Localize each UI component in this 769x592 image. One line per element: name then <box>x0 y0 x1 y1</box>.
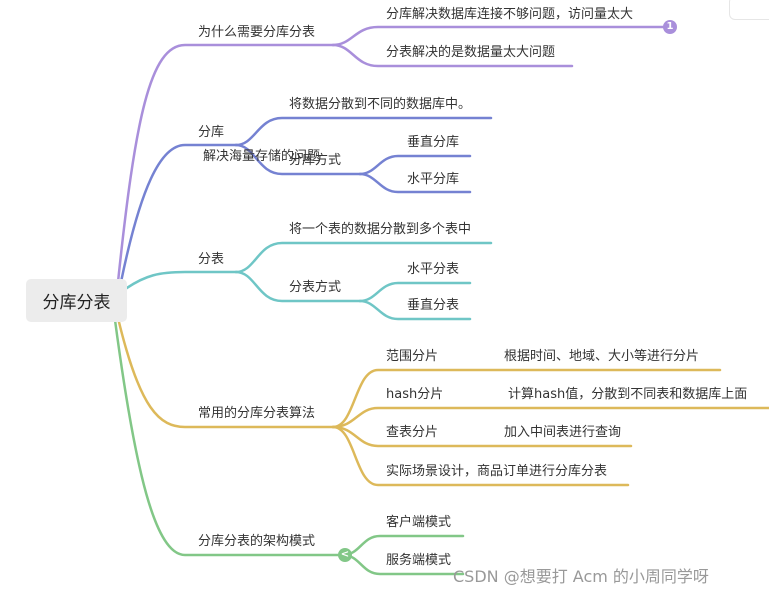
link-db-c1 <box>234 116 493 147</box>
link-why-c2 <box>331 43 574 68</box>
link-algo-r4 <box>331 425 630 487</box>
subtopic-table-mode[interactable]: 分表方式 <box>289 280 342 295</box>
topic-algorithms[interactable]: 常用的分库分表算法 <box>198 406 316 421</box>
subtopic-data-volume[interactable]: 分表解决的是数据量太大问题 <box>386 45 556 60</box>
topic-split-table[interactable]: 分表 <box>198 252 225 267</box>
link-tablemode-b <box>358 299 472 321</box>
leaf-client-mode[interactable]: 客户端模式 <box>386 515 452 530</box>
algo-range-name[interactable]: 范围分片 <box>386 349 439 364</box>
link-algo-r1 <box>331 368 722 429</box>
collapse-badge[interactable]: 1 <box>663 20 677 34</box>
subtopic-table-spread[interactable]: 将一个表的数据分散到多个表中 <box>289 222 472 237</box>
leaf-horizontal-db[interactable]: 水平分库 <box>407 172 460 187</box>
topic-architecture[interactable]: 分库分表的架构模式 <box>198 534 316 549</box>
watermark: CSDN @想要打 Acm 的小周同学呀 <box>453 567 709 586</box>
collapse-badge[interactable]: < <box>338 548 352 562</box>
algo-hash-desc[interactable]: 计算hash值，分散到不同表和数据库上面 <box>508 387 748 402</box>
root-topic[interactable]: 分库分表 <box>26 279 127 322</box>
leaf-vertical-db[interactable]: 垂直分库 <box>407 135 460 150</box>
algo-hash-name[interactable]: hash分片 <box>386 387 444 402</box>
link-why-c1 <box>331 25 670 47</box>
link-root-algo <box>116 316 335 429</box>
algo-range-desc[interactable]: 根据时间、地域、大小等进行分片 <box>504 349 700 364</box>
leaf-horizontal-table[interactable]: 水平分表 <box>407 262 460 277</box>
corner-panel <box>729 0 769 20</box>
link-root-table <box>122 270 238 292</box>
link-db-c2 <box>234 143 362 176</box>
link-dbmode-b <box>358 172 472 194</box>
topic-split-db[interactable]: 分库 <box>198 125 225 140</box>
algo-lookup-desc[interactable]: 加入中间表进行查询 <box>504 425 622 440</box>
link-table-c2 <box>234 270 362 303</box>
leaf-vertical-table[interactable]: 垂直分表 <box>407 298 460 313</box>
note-massive-storage: 解决海量存储的问题 <box>203 149 321 164</box>
leaf-server-mode[interactable]: 服务端模式 <box>386 553 452 568</box>
link-root-arch <box>113 318 345 557</box>
algo-lookup-name[interactable]: 查表分片 <box>386 425 439 440</box>
subtopic-db-connection[interactable]: 分库解决数据库连接不够问题，访问量太大 <box>386 7 634 22</box>
link-table-c1 <box>234 241 493 274</box>
link-root-db <box>119 143 238 284</box>
subtopic-db-mode[interactable]: 分库方式 <box>289 153 342 168</box>
algo-real-scenario[interactable]: 实际场景设计，商品订单进行分库分表 <box>386 464 608 479</box>
subtopic-db-spread[interactable]: 将数据分散到不同的数据库中。 <box>289 97 472 112</box>
link-root-why <box>116 43 335 284</box>
topic-why-split[interactable]: 为什么需要分库分表 <box>198 25 316 40</box>
